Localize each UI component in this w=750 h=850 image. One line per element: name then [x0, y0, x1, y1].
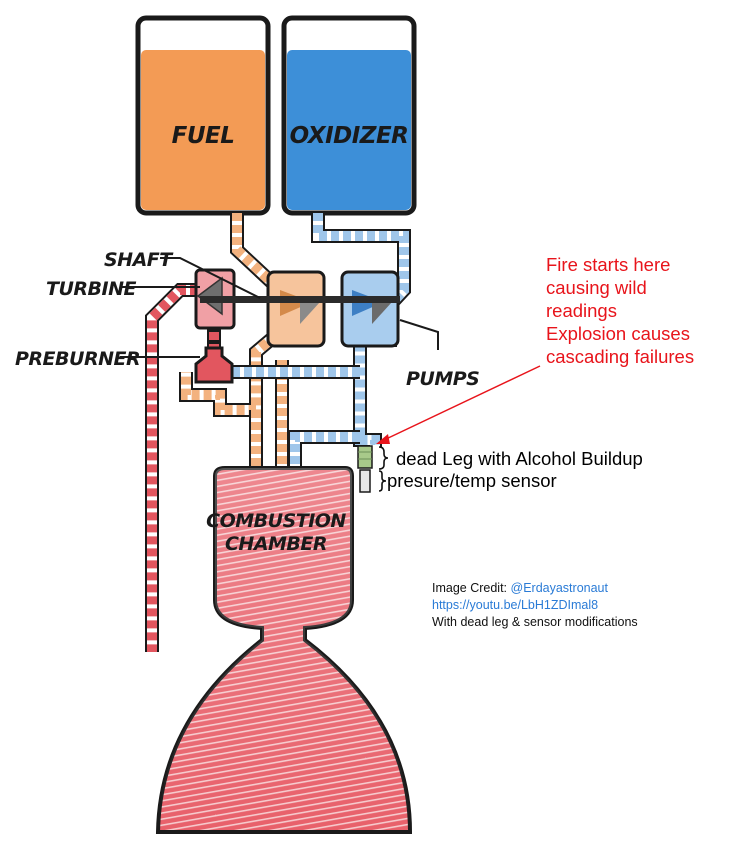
combustion-label-line1: COMBUSTION: [206, 510, 346, 532]
fuel-feed-lines: [179, 213, 289, 470]
turbine-label: TURBINE: [46, 278, 136, 300]
credit-prefix: Image Credit:: [432, 581, 511, 595]
annotation-line: readings: [546, 300, 617, 321]
preburner-label: PREBURNER: [15, 348, 140, 370]
credit-url-link[interactable]: https://youtu.be/LbH1ZDImal8: [432, 598, 599, 612]
oxidizer-pump: [340, 270, 400, 348]
sensor-label: presure/temp sensor: [387, 470, 557, 491]
shaft-label: SHAFT: [104, 249, 174, 271]
dead-leg: [357, 445, 373, 469]
credit-handle-link[interactable]: @Erdayastronaut: [510, 581, 608, 595]
annotation-line: cascading failures: [546, 346, 695, 367]
credit-line-1: Image Credit: @Erdayastronaut: [432, 580, 638, 597]
failure-annotation: Fire starts here causing wild readings E…: [546, 253, 746, 368]
pressure-temp-sensor: [359, 469, 371, 493]
image-credit: Image Credit: @Erdayastronaut https://yo…: [432, 580, 638, 631]
shaft: [200, 296, 400, 303]
annotation-line: causing wild: [546, 277, 647, 298]
hot-gas-line: [145, 283, 221, 652]
combustion-label-line2: CHAMBER: [225, 533, 327, 555]
brace-dead-leg: [378, 446, 389, 470]
annotation-line: Explosion causes: [546, 323, 690, 344]
fuel-tank: [135, 15, 271, 216]
dead-leg-label: dead Leg with Alcohol Buildup: [396, 448, 643, 469]
annotation-line: Fire starts here: [546, 254, 671, 275]
oxidizer-tank: [281, 15, 417, 216]
credit-modifications: With dead leg & sensor modifications: [432, 615, 638, 629]
fuel-label: FUEL: [172, 123, 235, 149]
annotation-arrow: [376, 365, 541, 444]
pumps-label: PUMPS: [406, 368, 479, 390]
fuel-pump: [266, 270, 326, 348]
combustion-chamber: [155, 466, 413, 834]
leader-lines: [120, 257, 439, 358]
preburner: [194, 346, 234, 384]
oxidizer-label: OXIDIZER: [290, 123, 409, 149]
brace-sensor: [378, 470, 387, 492]
